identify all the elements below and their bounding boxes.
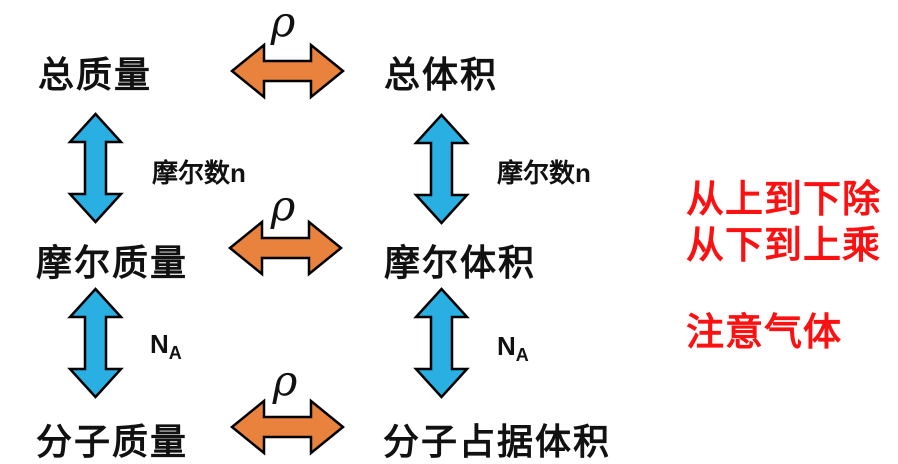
vertical-double-arrow-shape bbox=[67, 287, 124, 399]
rule-note-line2: 从下到上乘 bbox=[686, 225, 882, 267]
mole-arrow-left bbox=[67, 112, 124, 224]
horizontal-double-arrow-shape bbox=[230, 42, 345, 100]
density-arrow-bottom bbox=[230, 398, 345, 456]
gas-note: 注意气体 bbox=[686, 312, 843, 354]
avogadro-arrow-left bbox=[67, 287, 124, 399]
avogadro-subscript: A bbox=[515, 345, 529, 365]
avogadro-subscript: A bbox=[168, 343, 182, 363]
avogadro-arrow-right bbox=[413, 287, 470, 399]
vertical-double-arrow-shape bbox=[67, 112, 124, 224]
mole-number-label-right: 摩尔数n bbox=[497, 158, 591, 188]
density-arrow-middle bbox=[228, 219, 343, 277]
density-arrow-top bbox=[230, 42, 345, 100]
mole-number-label-left: 摩尔数n bbox=[152, 158, 246, 188]
node-molecular-volume: 分子占据体积 bbox=[383, 421, 612, 462]
avogadro-symbol: N bbox=[497, 331, 516, 361]
node-molar-mass: 摩尔质量 bbox=[36, 242, 189, 283]
node-molecular-mass: 分子质量 bbox=[36, 421, 189, 462]
vertical-double-arrow-icon bbox=[67, 112, 124, 224]
vertical-double-arrow-icon bbox=[413, 287, 470, 399]
vertical-double-arrow-shape bbox=[413, 287, 470, 399]
rho-label-top: ρ bbox=[270, 0, 296, 46]
avogadro-label-left: NA bbox=[150, 329, 182, 364]
rho-label-bottom: ρ bbox=[272, 356, 298, 405]
vertical-double-arrow-icon bbox=[67, 287, 124, 399]
vertical-double-arrow-shape bbox=[413, 113, 470, 225]
node-total-mass: 总质量 bbox=[38, 54, 153, 95]
horizontal-double-arrow-icon bbox=[230, 398, 345, 456]
node-molar-volume: 摩尔体积 bbox=[384, 242, 537, 283]
avogadro-label-right: NA bbox=[497, 331, 529, 366]
horizontal-double-arrow-shape bbox=[228, 219, 343, 277]
rho-label-middle: ρ bbox=[270, 181, 296, 230]
rule-note-line1: 从上到下除 bbox=[686, 179, 882, 221]
horizontal-double-arrow-shape bbox=[230, 398, 345, 456]
vertical-double-arrow-icon bbox=[413, 113, 470, 225]
mole-arrow-right bbox=[413, 113, 470, 225]
node-total-volume: 总体积 bbox=[384, 54, 499, 95]
horizontal-double-arrow-icon bbox=[230, 42, 345, 100]
rule-note: 从上到下除 从下到上乘 bbox=[686, 177, 881, 269]
horizontal-double-arrow-icon bbox=[228, 219, 343, 277]
avogadro-symbol: N bbox=[150, 329, 169, 359]
